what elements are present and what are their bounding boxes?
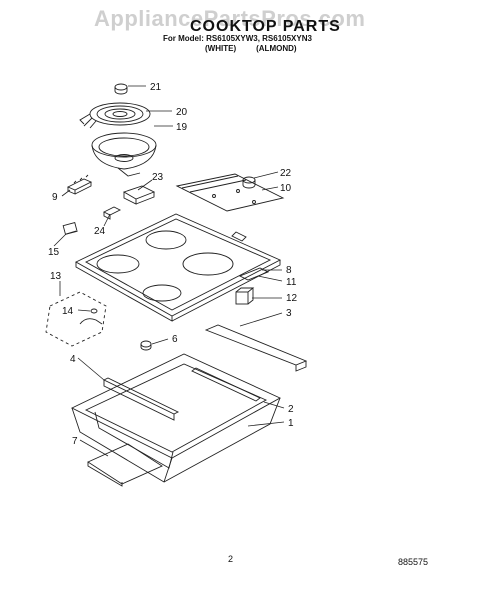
callout-19: 19 bbox=[176, 122, 188, 133]
callout-9: 9 bbox=[52, 192, 58, 203]
part-6-grommet bbox=[140, 340, 152, 351]
part-12-switch bbox=[235, 287, 255, 305]
page-title: COOKTOP PARTS bbox=[190, 18, 341, 35]
part-15-receptacle bbox=[62, 222, 78, 235]
callout-23: 23 bbox=[152, 172, 164, 183]
part-19-drip-bowl bbox=[91, 132, 157, 177]
part-4-support-rail bbox=[102, 377, 180, 421]
model-numbers: For Model: RS6105XYW3, RS6105XYN3 bbox=[163, 34, 312, 43]
callout-22: 22 bbox=[280, 168, 292, 179]
part-22-knob bbox=[242, 176, 256, 189]
callout-21: 21 bbox=[150, 82, 162, 93]
callout-4: 4 bbox=[70, 354, 76, 365]
color-variants: (WHITE) (ALMOND) bbox=[205, 44, 297, 53]
part-14-clamp bbox=[79, 308, 103, 325]
part-13-wire-harness bbox=[45, 291, 107, 347]
callout-11: 11 bbox=[286, 277, 297, 288]
part-10-control-panel bbox=[175, 173, 285, 212]
part-2-support-bar bbox=[191, 367, 261, 402]
part-9-terminal-block bbox=[66, 174, 93, 195]
document-number: 885575 bbox=[398, 557, 429, 567]
color-almond: (ALMOND) bbox=[256, 44, 297, 53]
page-number: 2 bbox=[228, 554, 234, 564]
callout-24: 24 bbox=[94, 226, 106, 237]
callout-15: 15 bbox=[48, 247, 60, 258]
part-21-element-cap bbox=[114, 83, 128, 95]
callout-10: 10 bbox=[280, 183, 292, 194]
callout-1: 1 bbox=[288, 418, 294, 429]
callout-20: 20 bbox=[176, 107, 188, 118]
callout-6: 6 bbox=[172, 334, 178, 345]
callout-12: 12 bbox=[286, 293, 298, 304]
callout-14: 14 bbox=[62, 306, 74, 317]
callout-8: 8 bbox=[286, 265, 292, 276]
part-11-gasket bbox=[238, 267, 270, 281]
part-8-cooktop bbox=[75, 213, 282, 322]
part-3-rear-bracket bbox=[204, 324, 308, 372]
callout-3: 3 bbox=[286, 308, 292, 319]
color-white: (WHITE) bbox=[205, 44, 237, 53]
part-1-burner-box bbox=[70, 353, 281, 483]
leader-lines bbox=[53, 85, 285, 457]
callout-2: 2 bbox=[288, 404, 294, 415]
callout-numbers: 21 20 19 9 23 22 10 24 15 8 11 13 12 14 … bbox=[48, 82, 298, 447]
part-7-lower-panel bbox=[87, 443, 163, 487]
part-20-surface-element bbox=[79, 102, 151, 129]
part-23-bracket bbox=[122, 185, 156, 205]
callout-7: 7 bbox=[72, 436, 78, 447]
watermark: AppliancePartsPros.com bbox=[94, 6, 366, 31]
part-24-clip bbox=[102, 206, 122, 220]
callout-13: 13 bbox=[50, 271, 62, 282]
